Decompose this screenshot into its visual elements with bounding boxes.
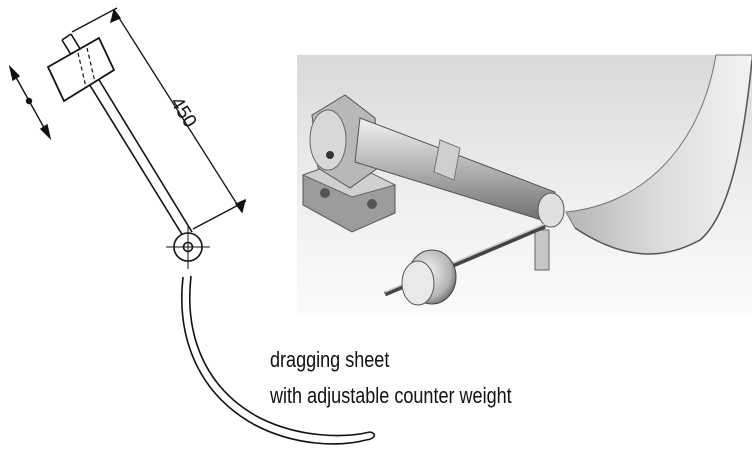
- technical-drawing: [8, 7, 376, 445]
- pivot-hub: [166, 225, 210, 269]
- dimension-line: [71, 7, 247, 230]
- curved-sheet: [181, 275, 376, 445]
- photo-counter-weight: [384, 223, 546, 306]
- caption-line-1: dragging sheet: [270, 347, 390, 372]
- counter-weight-block: [46, 36, 116, 103]
- photo-arm: [354, 117, 565, 271]
- caption-line-2: with adjustable counter weight: [270, 383, 512, 408]
- product-photo: [297, 54, 752, 315]
- adjust-arrow-icon: [8, 64, 52, 141]
